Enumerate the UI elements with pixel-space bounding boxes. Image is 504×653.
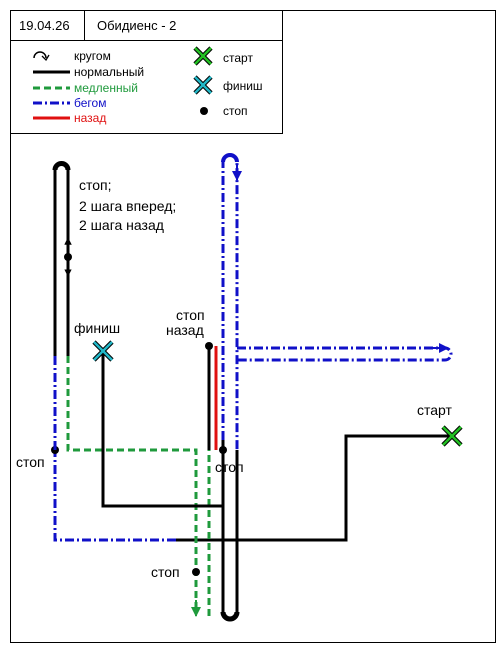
legend-finish-label: финиш: [223, 79, 263, 93]
stop-left-label: стоп: [16, 454, 45, 470]
start-label: старт: [417, 402, 453, 418]
finish-marker: [92, 340, 114, 362]
route-segment-normal-finish: [101, 351, 223, 508]
start-cross-icon: [193, 46, 213, 66]
stop-back-label-2: назад: [166, 322, 204, 338]
header-title: Обидиенс - 2: [97, 18, 176, 33]
route-segment-slow: [66, 356, 198, 608]
turn-around-mark-top-right: [221, 153, 239, 163]
legend-item-run: бегом: [33, 96, 106, 110]
finish-label: финиш: [74, 320, 120, 336]
turn-around-mark-bottom: [220, 611, 240, 622]
legend-item-normal: нормальный: [33, 65, 144, 79]
legend-turn-label: кругом: [74, 49, 111, 63]
legend-back-label: назад: [74, 111, 106, 125]
header: 19.04.26 Обидиенс - 2: [10, 10, 283, 41]
route-labels: стоп; 2 шага вперед; 2 шага назад финиш …: [16, 177, 453, 580]
header-date: 19.04.26: [19, 18, 70, 33]
legend-run-label: бегом: [74, 96, 106, 110]
finish-cross-icon: [193, 75, 213, 95]
stop-bottom-label: стоп: [151, 564, 180, 580]
stop-dot-icon: [200, 107, 208, 115]
turn-around-icon: [33, 51, 47, 59]
route: [51, 153, 463, 622]
legend-normal-label: нормальный: [74, 65, 144, 79]
stop-dot-note: [64, 253, 72, 261]
stop-back-label-1: стоп: [176, 307, 205, 323]
start-marker: [441, 425, 463, 447]
legend-item-turn: кругом: [33, 49, 111, 63]
legend-slow-label: медленный: [74, 81, 138, 95]
legend: кругом нормальный медленный бегом назад: [10, 40, 283, 134]
legend-stop-label: стоп: [223, 104, 248, 118]
route-segment-normal-start: [176, 434, 452, 542]
stop-dot-bottom: [192, 568, 200, 576]
note-line-3: 2 шага назад: [79, 217, 164, 233]
legend-item-start: старт: [193, 46, 253, 66]
legend-start-label: старт: [223, 51, 253, 65]
turn-around-mark-top-left: [52, 161, 71, 171]
legend-item-slow: медленный: [33, 81, 138, 95]
legend-item-stop: стоп: [200, 104, 248, 118]
route-segment-run-right: [221, 153, 239, 450]
legend-item-back: назад: [33, 111, 106, 125]
note-line-1: стоп;: [79, 177, 112, 193]
stop-dot-back: [205, 342, 213, 350]
stop-center-label: стоп: [215, 459, 244, 475]
route-segment-run-bottom: [53, 450, 176, 542]
route-segment-run-east: [237, 346, 453, 362]
note-line-2: 2 шага вперед;: [79, 198, 176, 214]
stop-dot-center: [219, 446, 227, 454]
legend-item-finish: финиш: [193, 75, 263, 95]
